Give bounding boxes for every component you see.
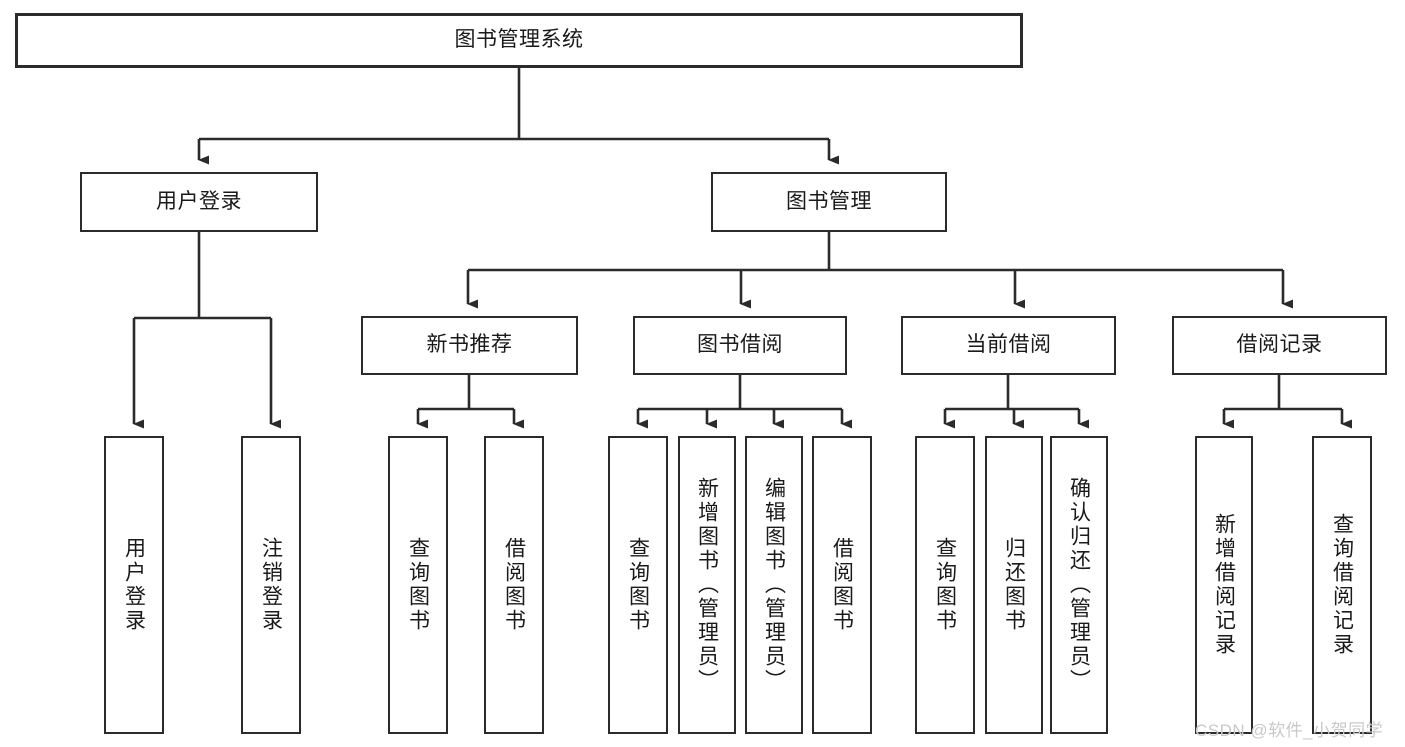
csdn-watermark: CSDN @软件_小贺同学 [1195,721,1384,740]
node-leaf-add-book[interactable]: 新增图书（管理员） [678,436,736,734]
node-label-new-book-recommend: 新书推荐 [426,333,513,357]
node-leaf-user-login[interactable]: 用户登录 [104,436,164,734]
node-leaf-query-book-1[interactable]: 查询图书 [388,436,448,734]
node-label-leaf-confirm-return: 确认归还（管理员） [1067,477,1091,693]
node-leaf-query-borrow-record[interactable]: 查询借阅记录 [1312,436,1372,734]
node-leaf-logout-login[interactable]: 注销登录 [241,436,301,734]
node-label-leaf-borrow-book-2: 借阅图书 [830,537,854,633]
node-label-book-borrow: 图书借阅 [697,333,783,357]
node-label-leaf-query-book-3: 查询图书 [933,537,957,633]
node-leaf-query-book-3[interactable]: 查询图书 [915,436,975,734]
node-leaf-borrow-book-1[interactable]: 借阅图书 [484,436,544,734]
node-borrow-record[interactable]: 借阅记录 [1172,316,1387,375]
node-book-borrow[interactable]: 图书借阅 [633,316,847,375]
node-label-leaf-borrow-book-1: 借阅图书 [502,537,526,633]
node-label-leaf-add-book: 新增图书（管理员） [695,477,719,693]
node-label-leaf-edit-book: 编辑图书（管理员） [762,477,786,693]
node-label-leaf-logout-login: 注销登录 [259,537,283,633]
node-label-leaf-user-login: 用户登录 [122,537,146,633]
node-new-book-recommend[interactable]: 新书推荐 [361,316,578,375]
node-label-user-login: 用户登录 [156,189,242,213]
node-label-root: 图书管理系统 [454,28,584,52]
node-label-leaf-query-book-2: 查询图书 [626,537,650,633]
node-label-leaf-return-book: 归还图书 [1002,537,1026,633]
node-label-leaf-query-borrow-record: 查询借阅记录 [1330,513,1354,657]
node-label-borrow-record: 借阅记录 [1236,333,1323,357]
node-book-manage[interactable]: 图书管理 [711,172,947,232]
node-leaf-borrow-book-2[interactable]: 借阅图书 [812,436,872,734]
node-label-leaf-query-book-1: 查询图书 [406,537,430,633]
connector-lines [132,68,1352,429]
node-leaf-add-borrow-record[interactable]: 新增借阅记录 [1195,436,1253,734]
node-current-borrow[interactable]: 当前借阅 [901,316,1116,375]
node-label-current-borrow: 当前借阅 [965,333,1052,357]
node-user-login[interactable]: 用户登录 [80,172,318,232]
node-leaf-return-book[interactable]: 归还图书 [985,436,1043,734]
node-leaf-query-book-2[interactable]: 查询图书 [608,436,668,734]
node-leaf-confirm-return[interactable]: 确认归还（管理员） [1050,436,1108,734]
node-label-leaf-add-borrow-record: 新增借阅记录 [1212,513,1236,657]
node-label-book-manage: 图书管理 [786,189,872,213]
node-leaf-edit-book[interactable]: 编辑图书（管理员） [745,436,803,734]
node-root[interactable]: 图书管理系统 [15,13,1023,68]
